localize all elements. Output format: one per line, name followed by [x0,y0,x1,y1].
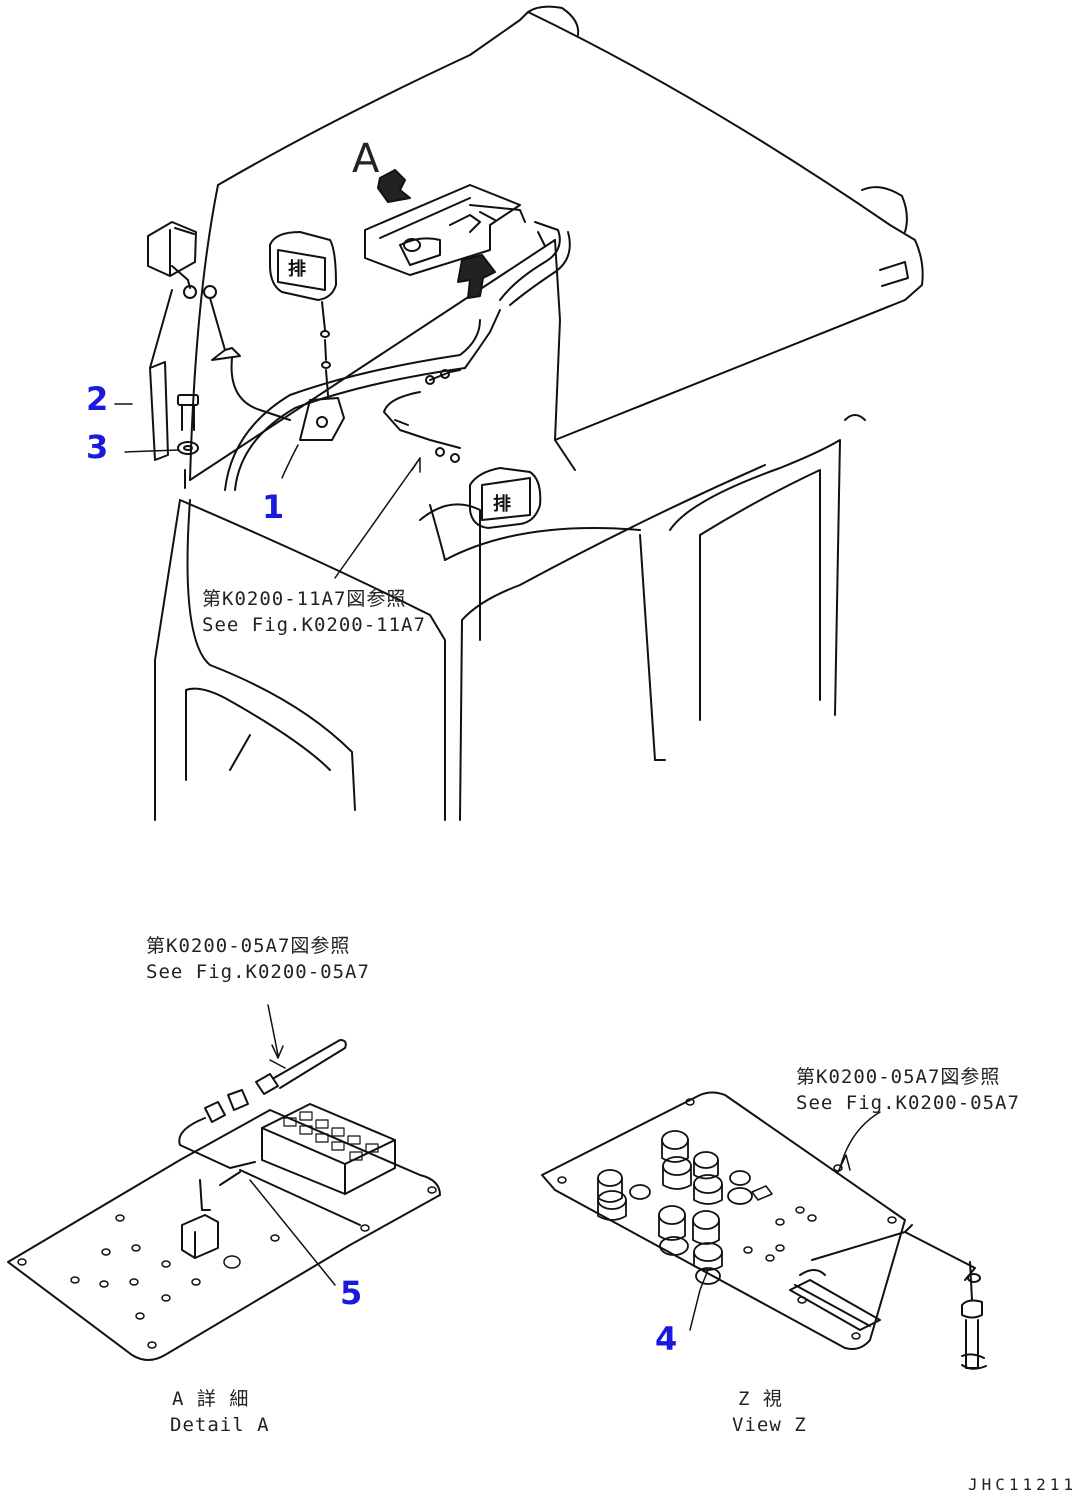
leader-lines-upper [114,403,421,579]
detail-harness-ref-en: See Fig.K0200-05A7 [146,961,370,983]
callout-3[interactable]: 3 [86,428,109,466]
view-arrow-z [457,254,496,299]
detail-a-caption-jp: A 詳 細 [172,1388,250,1410]
cab-roof [189,5,924,481]
view-arrow-a [377,169,411,203]
right-lamp-marking: 排 [493,494,511,515]
view-arrow-letter: A [352,136,380,182]
view-z-harness-ref-en: See Fig.K0200-05A7 [796,1092,1020,1114]
cab-body [154,414,866,821]
callout-5[interactable]: 5 [340,1274,363,1312]
callout-4[interactable]: 4 [655,1320,678,1358]
view-z-caption-en: View Z [732,1414,807,1436]
callout-1[interactable]: 1 [262,488,285,526]
drawing-code: JHC11211 [968,1475,1078,1494]
view-z-caption-jp: Z 視 [738,1388,783,1410]
center-lamp-marking: 排 [288,259,306,280]
view-z-panel [541,1091,987,1370]
detail-a-panel [7,1004,441,1361]
cab-harness-ref-en: See Fig.K0200-11A7 [202,614,426,636]
cab-harness-ref-jp: 第K0200-11A7図参照 [202,588,407,610]
work-lamp-harness [147,221,571,529]
view-z-harness-ref-jp: 第K0200-05A7図参照 [796,1066,1001,1088]
callout-2[interactable]: 2 [86,380,109,418]
roof-connector-box [364,184,526,276]
detail-a-caption-en: Detail A [170,1414,270,1436]
detail-harness-ref-jp: 第K0200-05A7図参照 [146,935,351,957]
